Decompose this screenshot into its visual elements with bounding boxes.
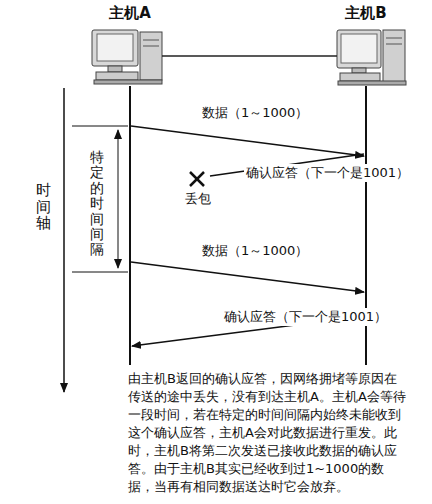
- computer-icon: [337, 30, 406, 85]
- interval-bracket: [72, 126, 128, 272]
- message-arrow: [131, 262, 364, 292]
- axis-label: 时间轴: [36, 182, 51, 232]
- host-node: 主机B: [331, 4, 401, 86]
- loss-label: 丢包: [183, 190, 213, 208]
- message-label: 确认应答（下一个是1001）: [222, 308, 389, 326]
- timeline: [129, 86, 131, 365]
- computer-icon: [92, 30, 162, 84]
- loss-mark: [190, 172, 204, 186]
- host-node: 主机A: [95, 4, 165, 86]
- time-axis: [63, 88, 65, 392]
- network-line: [162, 55, 337, 57]
- caption: 由主机B返回的确认应答，因网络拥堵等原因在传送的途中丢失，没有到达主机A。主机A…: [128, 370, 406, 496]
- host-label: 主机B: [331, 4, 401, 23]
- lost-ack-label: 确认应答（下一个是1001）: [244, 164, 411, 182]
- message-label: 数据（1～1000）: [200, 104, 310, 122]
- interval-label: 特定的时间间隔: [90, 150, 104, 258]
- message-arrow: [131, 126, 364, 156]
- host-label: 主机A: [95, 4, 165, 23]
- message-label: 数据（1～1000）: [200, 242, 310, 260]
